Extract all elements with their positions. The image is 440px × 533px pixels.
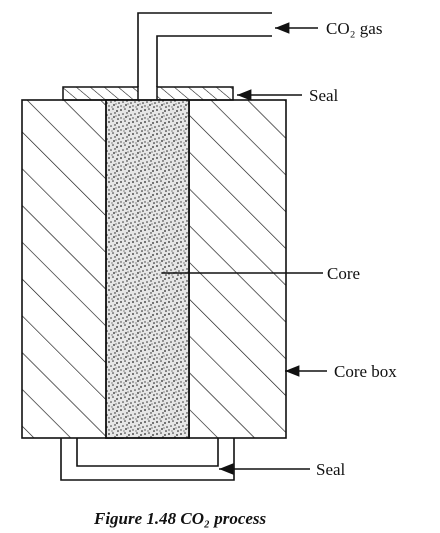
- label-gas: CO₂ gas: [326, 19, 382, 38]
- top-seal: [62, 86, 234, 101]
- label-core-box: Core box: [334, 362, 397, 381]
- bottom-seal: [60, 438, 235, 481]
- label-seal-top: Seal: [309, 86, 339, 105]
- leader-arrows: [162, 22, 327, 475]
- label-core: Core: [327, 264, 360, 283]
- gas-pipe: [137, 12, 272, 87]
- core: [105, 99, 190, 439]
- figure-caption: Figure 1.48 CO₂ process: [93, 509, 267, 528]
- label-seal-bottom: Seal: [316, 460, 346, 479]
